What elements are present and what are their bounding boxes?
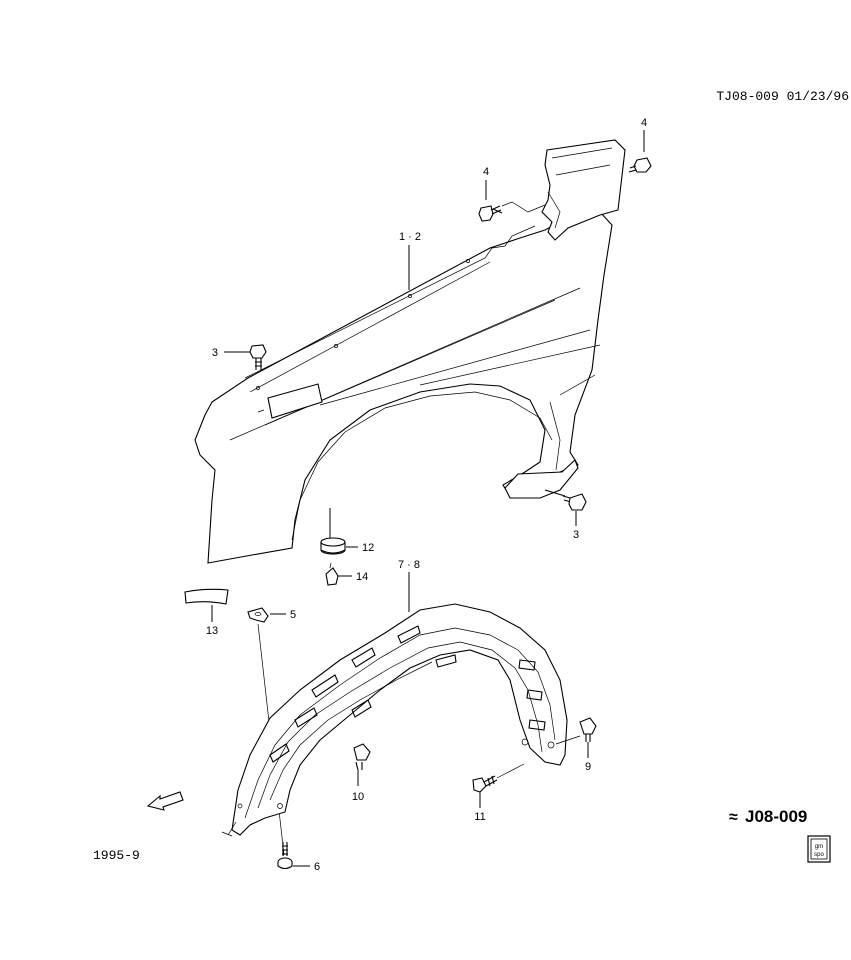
sheet-symbol-icon: ≈: [729, 809, 738, 826]
callout-11: 11: [474, 811, 485, 823]
sheet-id-block: ≈ J08-009: [729, 807, 807, 826]
callout-14: 14: [356, 571, 368, 583]
fwd-arrow-icon: FWD: [146, 791, 184, 811]
logo-bottom: spo: [814, 852, 824, 858]
clip-14: [325, 562, 352, 586]
callout-3-bottom: 3: [573, 529, 579, 541]
screw-11: [472, 763, 525, 808]
fwd-label: FWD: [164, 793, 181, 805]
logo-top: gm: [815, 844, 823, 850]
callout-12: 12: [362, 542, 374, 554]
bolt-4-left: [478, 180, 546, 222]
callout-4-right: 4: [641, 117, 647, 129]
sheet-id: J08-009: [745, 807, 807, 826]
date-code: 1995-9: [93, 848, 140, 863]
callout-13: 13: [206, 625, 218, 637]
doc-code: TJ08-009 01/23/96: [716, 89, 849, 104]
seal-13: [184, 588, 229, 622]
callout-5: 5: [290, 609, 296, 621]
callout-6: 6: [314, 861, 320, 873]
pad-12: [320, 508, 358, 555]
callout-10: 10: [352, 791, 364, 803]
callout-3-top: 3: [212, 347, 218, 359]
callout-7-8: 7 · 8: [398, 559, 420, 571]
bolt-3-top: [224, 344, 267, 370]
clip-10: [353, 743, 371, 786]
callout-1-2: 1 · 2: [399, 231, 421, 243]
fastener-9: [555, 717, 597, 758]
callout-9: 9: [585, 761, 591, 773]
front-fender: [194, 139, 626, 564]
bolt-3-bottom: [544, 489, 587, 526]
wheelhouse-liner: [221, 572, 568, 837]
bolt-4-right: [628, 130, 652, 173]
callout-4-left: 4: [483, 166, 489, 178]
gm-spo-logo: gm spo: [807, 835, 831, 863]
screw-6: [277, 842, 310, 870]
